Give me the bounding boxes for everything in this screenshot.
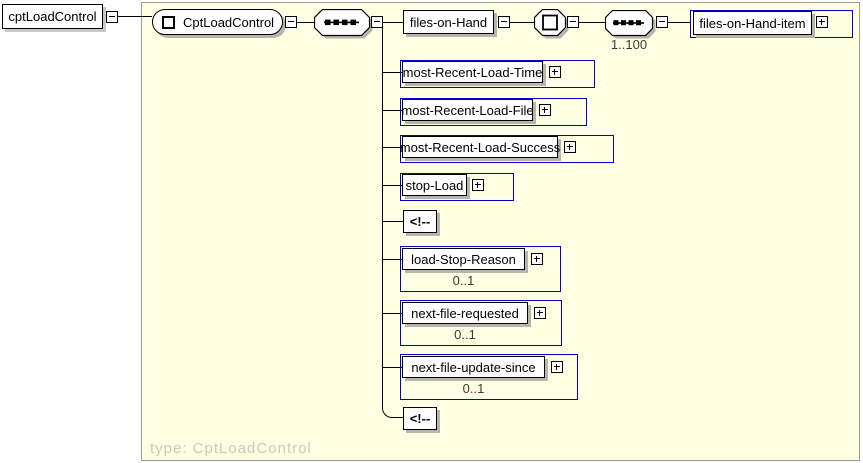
- element-label: most-Recent-Load-File: [401, 102, 534, 118]
- root-element-label: cptLoadControl: [8, 9, 97, 24]
- complex-content-icon[interactable]: [534, 9, 572, 41]
- selection-outline: [400, 354, 578, 400]
- selection-outline: [400, 98, 587, 126]
- selection-outline: [400, 300, 562, 346]
- occurrence-label: 1..100: [610, 37, 648, 52]
- selection-outline: [690, 10, 853, 38]
- element-box-most-recent-load-file[interactable]: most-Recent-Load-File: [401, 99, 534, 121]
- element-box-next-file-update-since[interactable]: next-file-update-since: [402, 356, 545, 378]
- complex-type-box[interactable]: CptLoadControl: [152, 9, 283, 35]
- connector-line: [297, 22, 314, 23]
- element-box-files-on-hand-item[interactable]: files-on-Hand-item: [693, 11, 812, 35]
- collapse-button[interactable]: [656, 16, 668, 28]
- occurrence-label: 0..1: [462, 381, 485, 396]
- comment-icon: <!--: [409, 214, 431, 229]
- root-element-box[interactable]: cptLoadControl: [2, 4, 103, 29]
- connector-line: [382, 221, 403, 222]
- connector-line: [382, 259, 403, 260]
- expand-button[interactable]: [551, 361, 563, 373]
- element-box-next-file-requested[interactable]: next-file-requested: [402, 302, 528, 324]
- tree-trunk-line: [382, 22, 403, 418]
- connector-line: [382, 185, 403, 186]
- element-label: next-file-requested: [411, 305, 519, 321]
- expand-button[interactable]: [539, 104, 551, 116]
- element-label: files-on-Hand: [409, 14, 488, 30]
- element-label: stop-Load: [405, 177, 464, 193]
- occurrence-label: 0..1: [452, 273, 475, 288]
- connector-line: [510, 22, 534, 23]
- expand-button[interactable]: [816, 16, 828, 28]
- complex-type-label: CptLoadControl: [183, 14, 275, 30]
- element-label: load-Stop-Reason: [411, 251, 516, 267]
- sequence-compositor-icon[interactable]: [314, 9, 375, 41]
- connector-line: [382, 313, 403, 314]
- element-label: files-on-Hand-item: [699, 15, 806, 31]
- connector-line: [382, 367, 403, 368]
- comment-node[interactable]: <!--: [403, 210, 437, 233]
- selection-outline: [400, 246, 561, 292]
- collapse-button[interactable]: [567, 16, 579, 28]
- connector-line: [382, 72, 403, 73]
- connector-line: [382, 147, 403, 148]
- connector-line: [382, 110, 403, 111]
- type-switch-icon: [162, 15, 175, 29]
- connector-line: [668, 22, 691, 23]
- expand-button[interactable]: [549, 66, 561, 78]
- occurrence-label: 0..1: [454, 327, 476, 342]
- element-box-files-on-hand[interactable]: files-on-Hand: [403, 10, 494, 34]
- comment-icon: <!--: [409, 411, 431, 426]
- element-label: most-Recent-Load-Time: [402, 64, 543, 80]
- expand-button[interactable]: [531, 253, 543, 265]
- connector-line: [118, 16, 152, 17]
- comment-node[interactable]: <!--: [403, 407, 437, 430]
- element-label: most-Recent-Load-Success: [399, 139, 561, 155]
- selection-outline: [400, 60, 595, 88]
- expand-button[interactable]: [564, 141, 576, 153]
- expand-button[interactable]: [534, 307, 546, 319]
- collapse-button[interactable]: [285, 16, 297, 28]
- element-box-load-stop-reason[interactable]: load-Stop-Reason: [402, 248, 525, 270]
- element-box-stop-load[interactable]: stop-Load: [402, 174, 467, 196]
- expand-button[interactable]: [472, 179, 484, 191]
- element-box-most-recent-load-time[interactable]: most-Recent-Load-Time: [402, 61, 543, 83]
- selection-outline: [400, 173, 514, 201]
- selection-outline: [400, 135, 614, 163]
- connector-line: [579, 22, 605, 23]
- collapse-button[interactable]: [498, 16, 510, 28]
- collapse-button[interactable]: [106, 11, 118, 23]
- element-label: next-file-update-since: [411, 359, 536, 375]
- type-footer-label: type: CptLoadControl: [150, 440, 312, 457]
- element-box-most-recent-load-success[interactable]: most-Recent-Load-Success: [399, 136, 561, 158]
- sequence-compositor-icon[interactable]: [605, 10, 658, 41]
